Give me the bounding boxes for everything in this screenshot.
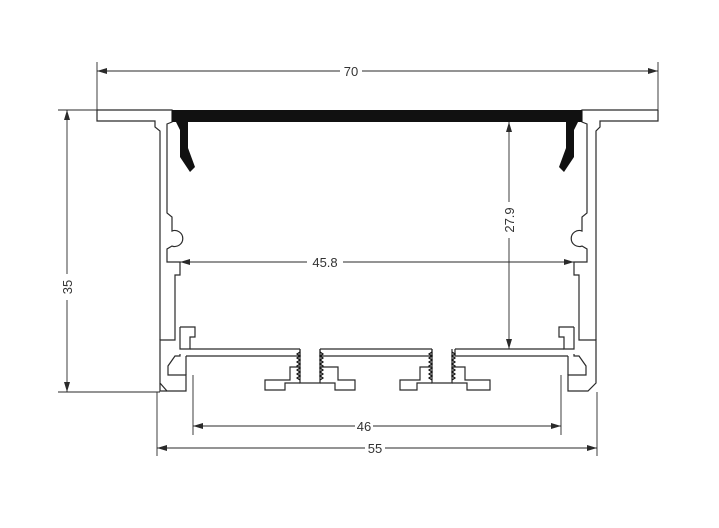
dimension-total-height: 35 xyxy=(58,109,160,393)
dimension-label-inner-height: 27.9 xyxy=(502,207,517,232)
screw-channel-left xyxy=(264,349,356,391)
dimension-bottom-inner-width: 46 xyxy=(192,375,562,435)
dimension-flange-width: 70 xyxy=(96,62,659,110)
profile-left-wall xyxy=(96,109,300,392)
screw-channel-right xyxy=(399,349,491,391)
dimension-label-bottom-inner-width: 46 xyxy=(357,419,371,434)
dimension-inner-height: 27.9 xyxy=(502,122,517,349)
profile-bottom-web xyxy=(185,348,569,375)
dimension-body-width: 55 xyxy=(156,392,598,456)
dimension-label-body-width: 55 xyxy=(368,441,382,456)
profile-right-wall xyxy=(455,109,659,392)
dimension-label-flange-width: 70 xyxy=(344,64,358,79)
dimension-inner-width: 45.8 xyxy=(180,255,574,270)
dimension-label-total-height: 35 xyxy=(60,280,75,294)
diffuser-cover xyxy=(172,110,582,172)
dimension-label-inner-width: 45.8 xyxy=(312,255,337,270)
